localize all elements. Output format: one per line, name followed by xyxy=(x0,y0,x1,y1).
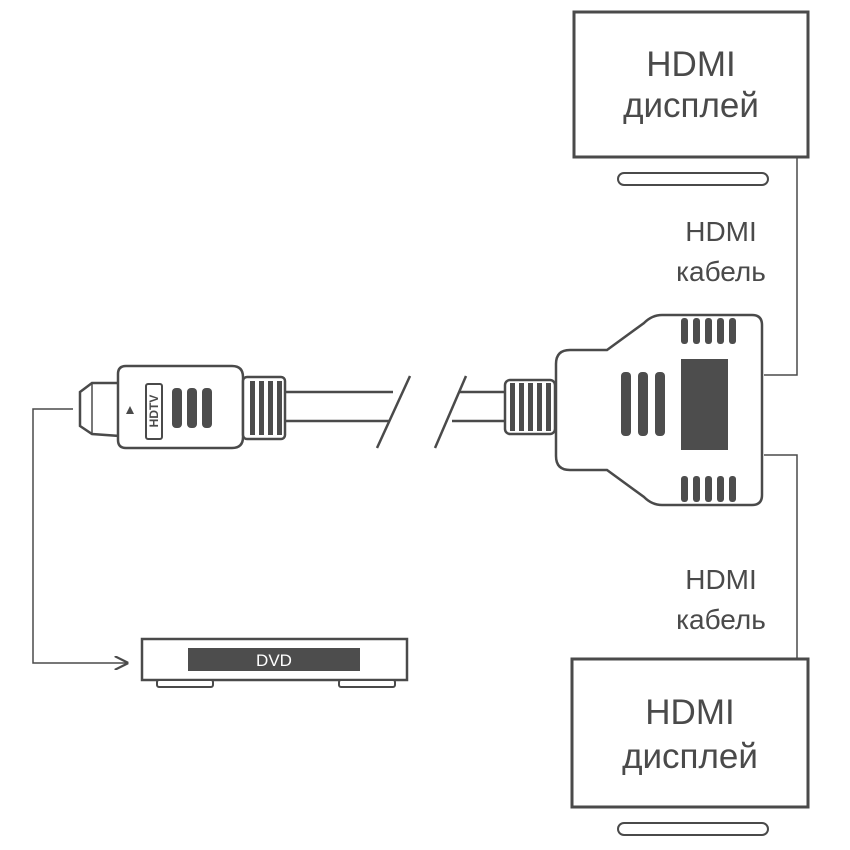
cable-top-line1: HDMI xyxy=(685,216,757,247)
plug-orientation-arrow-icon xyxy=(126,406,134,414)
dvd-player: DVD xyxy=(140,637,409,688)
cable-bottom-line1: HDMI xyxy=(685,564,757,595)
display-top-stand xyxy=(617,172,769,186)
cable-break-right xyxy=(433,375,468,449)
arrow-plug-to-dvd xyxy=(32,408,127,663)
plug-grip-rib xyxy=(202,388,212,428)
display-bottom-line1: HDMI xyxy=(645,693,734,732)
plug-grip-rib xyxy=(187,388,197,428)
splitter-panel xyxy=(681,359,728,450)
dvd-label-panel xyxy=(188,648,360,671)
line-splitter-to-bottom-display xyxy=(764,454,798,659)
hdmi-cable xyxy=(285,375,505,449)
dvd-foot-left xyxy=(156,679,214,688)
plug-grip-rib xyxy=(172,388,182,428)
hdmi-plug: HDTV xyxy=(78,364,287,450)
display-top-line1: HDMI xyxy=(646,45,735,84)
cable-bottom-line2: кабель xyxy=(676,604,766,635)
display-bottom-line2: дисплей xyxy=(622,737,758,776)
display-top: HDMI дисплей xyxy=(572,10,810,186)
plug-tip xyxy=(78,381,122,438)
hdtv-logo-text: HDTV xyxy=(147,395,161,428)
hdtv-logo-box xyxy=(145,383,163,440)
display-top-line2: дисплей xyxy=(623,86,759,125)
cable-label-bottom: HDMI кабель xyxy=(676,564,766,635)
cable-top-line2: кабель xyxy=(676,256,766,287)
display-bottom: HDMI дисплей xyxy=(570,657,810,836)
cable-label-top: HDMI кабель xyxy=(676,216,766,287)
dvd-label: DVD xyxy=(256,651,292,670)
line-splitter-to-top-display xyxy=(764,158,798,376)
display-bottom-stand xyxy=(617,822,769,836)
hdmi-splitter xyxy=(503,313,764,507)
cable-break-left xyxy=(375,375,412,449)
dvd-foot-right xyxy=(338,679,396,688)
